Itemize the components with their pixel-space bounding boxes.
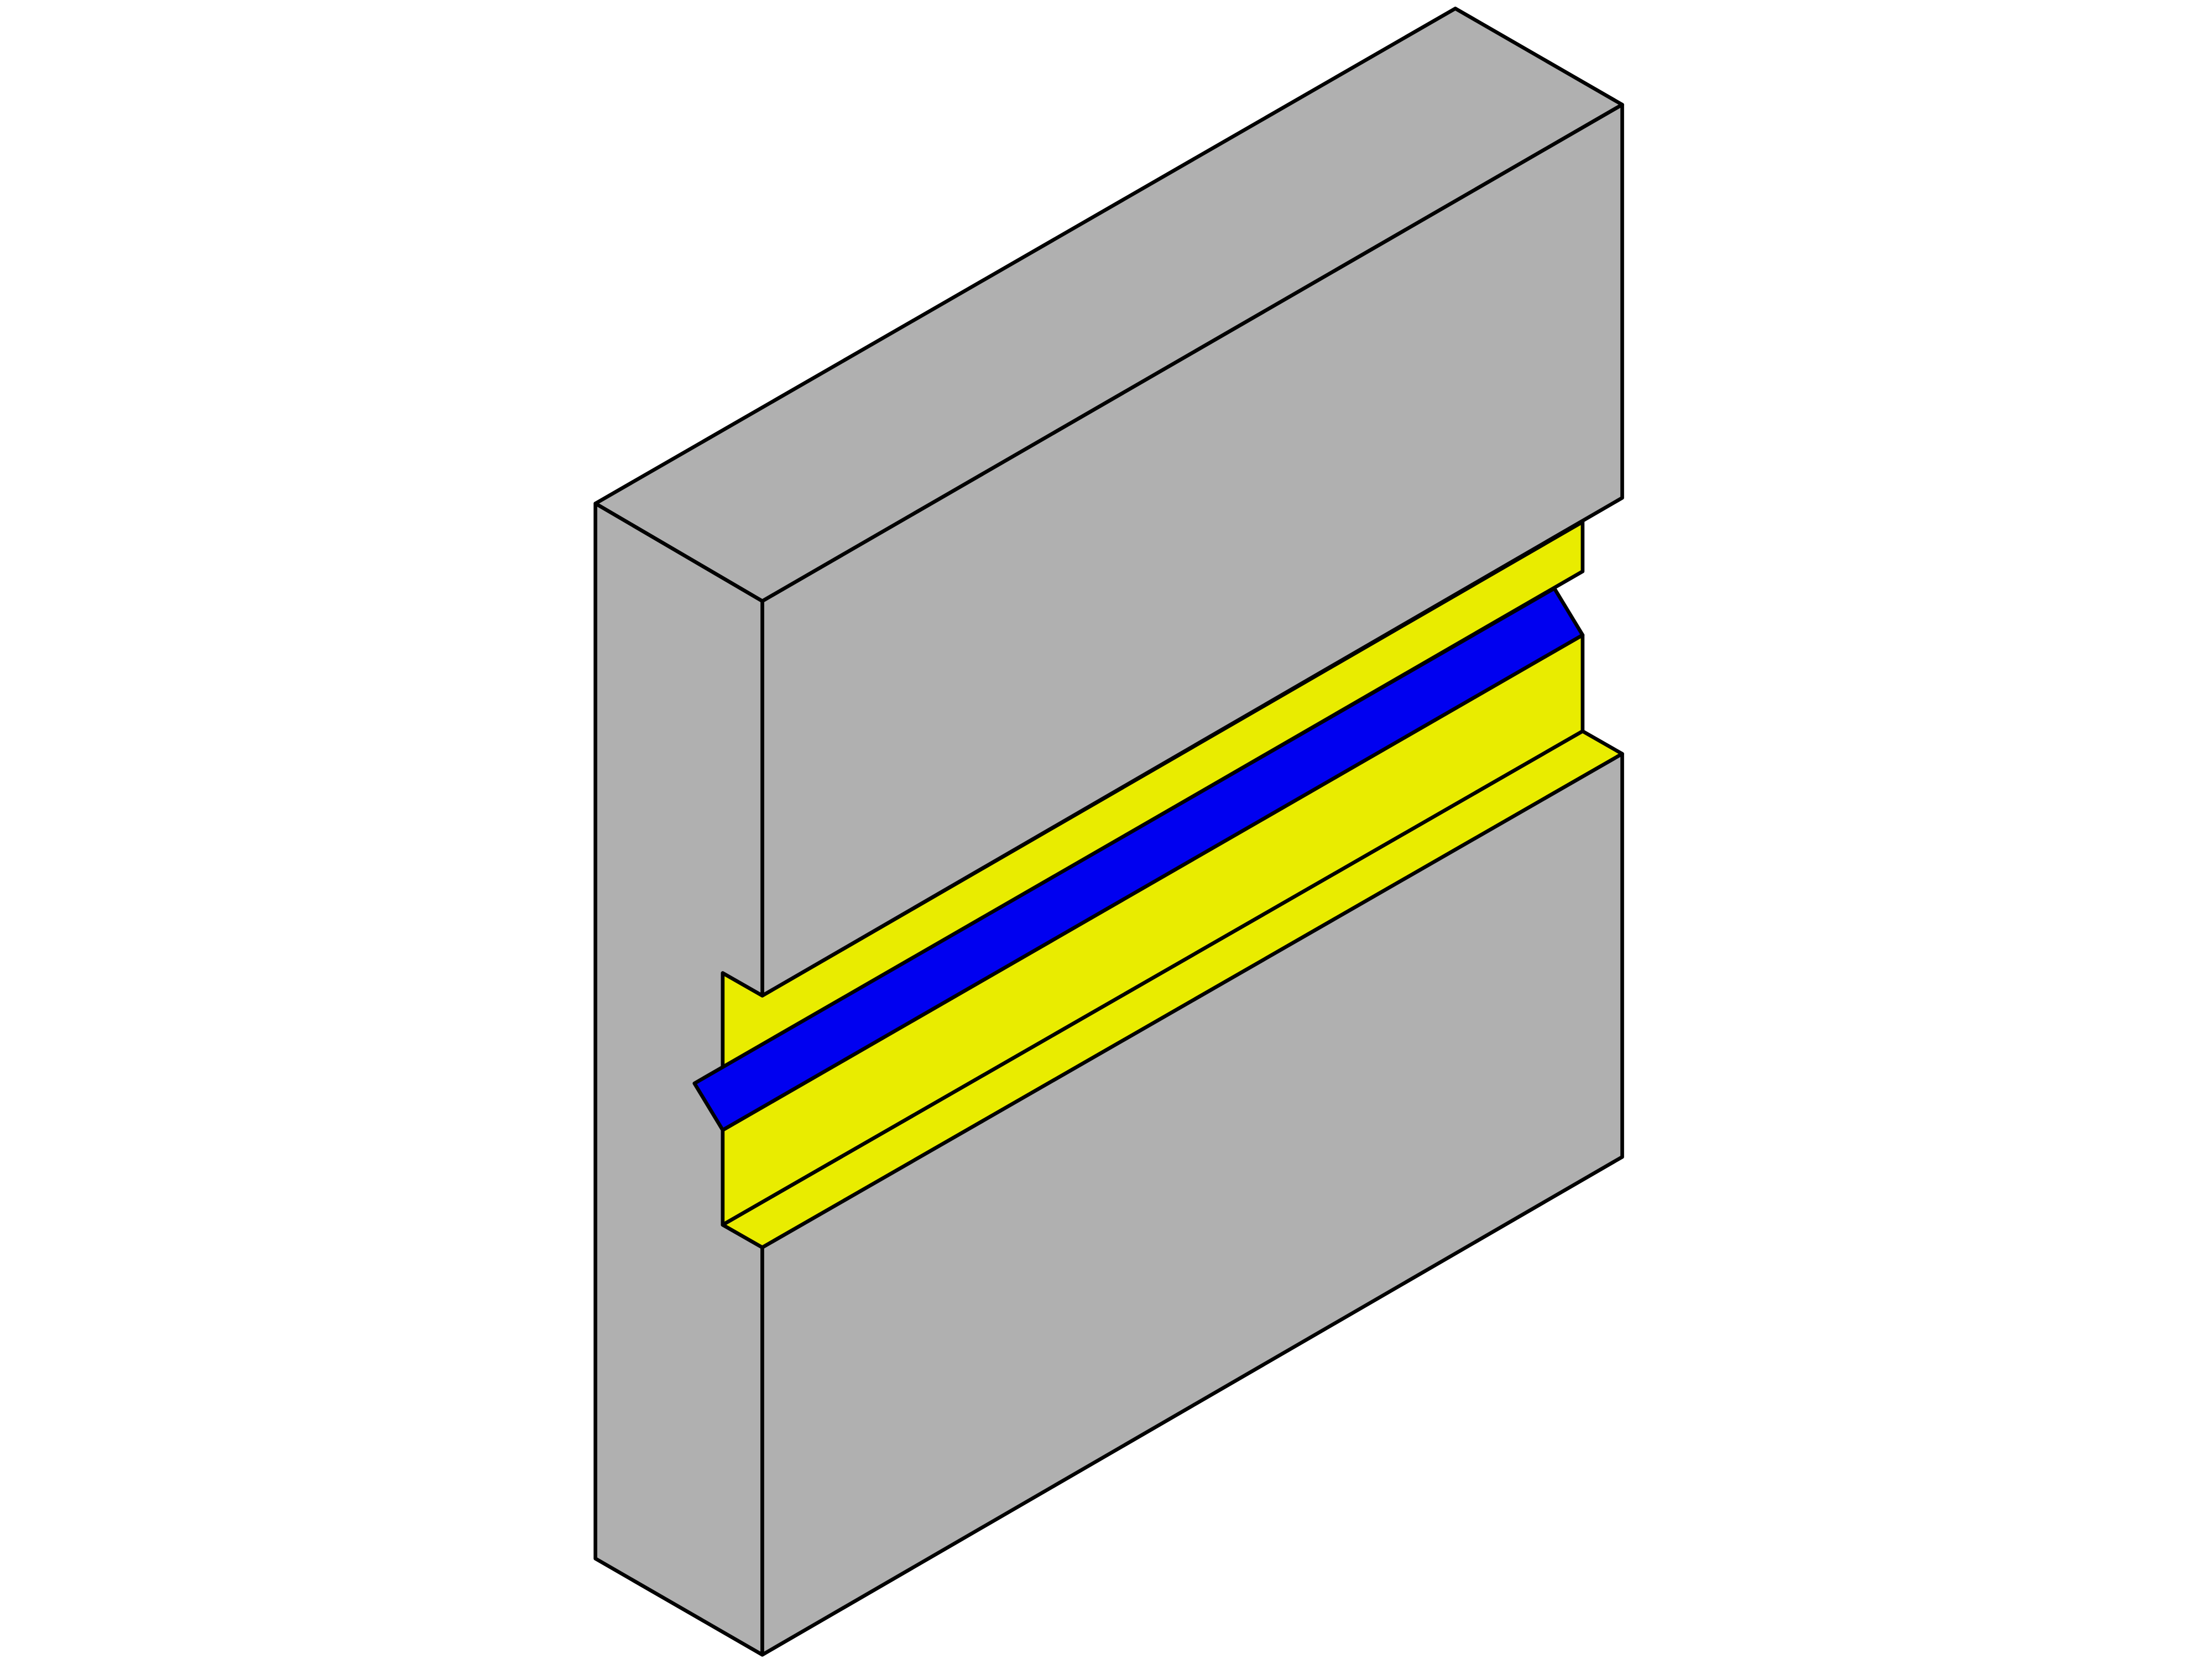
yellow-channel bbox=[721, 520, 1624, 1250]
blue-strip-face bbox=[692, 586, 1585, 1132]
lower-block-front-face bbox=[760, 752, 1624, 1657]
lower-block bbox=[760, 752, 1624, 1657]
upper-block bbox=[593, 7, 1624, 1657]
channel-inner-edge bbox=[722, 730, 1584, 1227]
blue-strip bbox=[692, 586, 1585, 1132]
